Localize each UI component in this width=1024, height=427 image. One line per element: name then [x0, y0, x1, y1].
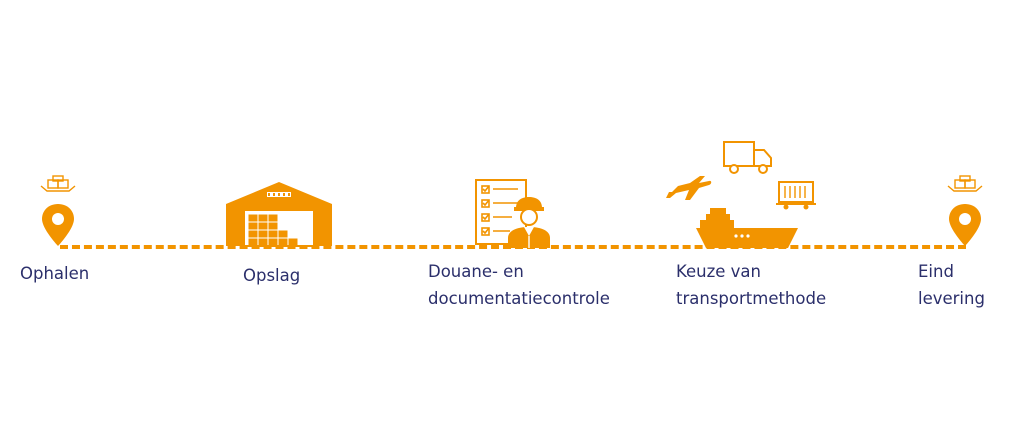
- step-label-douane: Douane- en documentatiecontrole: [428, 258, 610, 312]
- step-label-eind-levering: Eind levering: [918, 258, 985, 312]
- step-label-line: levering: [918, 289, 985, 308]
- step-label-line: Keuze van: [676, 262, 761, 281]
- step-label-transport: Keuze van transportmethode: [676, 258, 826, 312]
- airplane-icon: [662, 172, 712, 202]
- customs-officer-checklist-icon: [472, 178, 554, 248]
- step-label-line: Eind: [918, 262, 954, 281]
- truck-icon: [722, 140, 774, 176]
- step-label-line: transportmethode: [676, 289, 827, 308]
- step-label-ophalen: Ophalen: [20, 260, 89, 287]
- delivery-pin-icon: [945, 175, 985, 248]
- step-label-line: Ophalen: [20, 264, 90, 283]
- cargo-ship-icon: [696, 204, 800, 252]
- step-label-opslag: Opslag: [243, 262, 300, 289]
- warehouse-icon: [224, 180, 334, 248]
- rail-container-icon: [776, 180, 816, 210]
- step-label-line: Opslag: [243, 266, 301, 285]
- pickup-pin-icon: [38, 175, 78, 248]
- step-label-line: documentatiecontrole: [428, 289, 610, 308]
- step-label-line: Douane- en: [428, 262, 524, 281]
